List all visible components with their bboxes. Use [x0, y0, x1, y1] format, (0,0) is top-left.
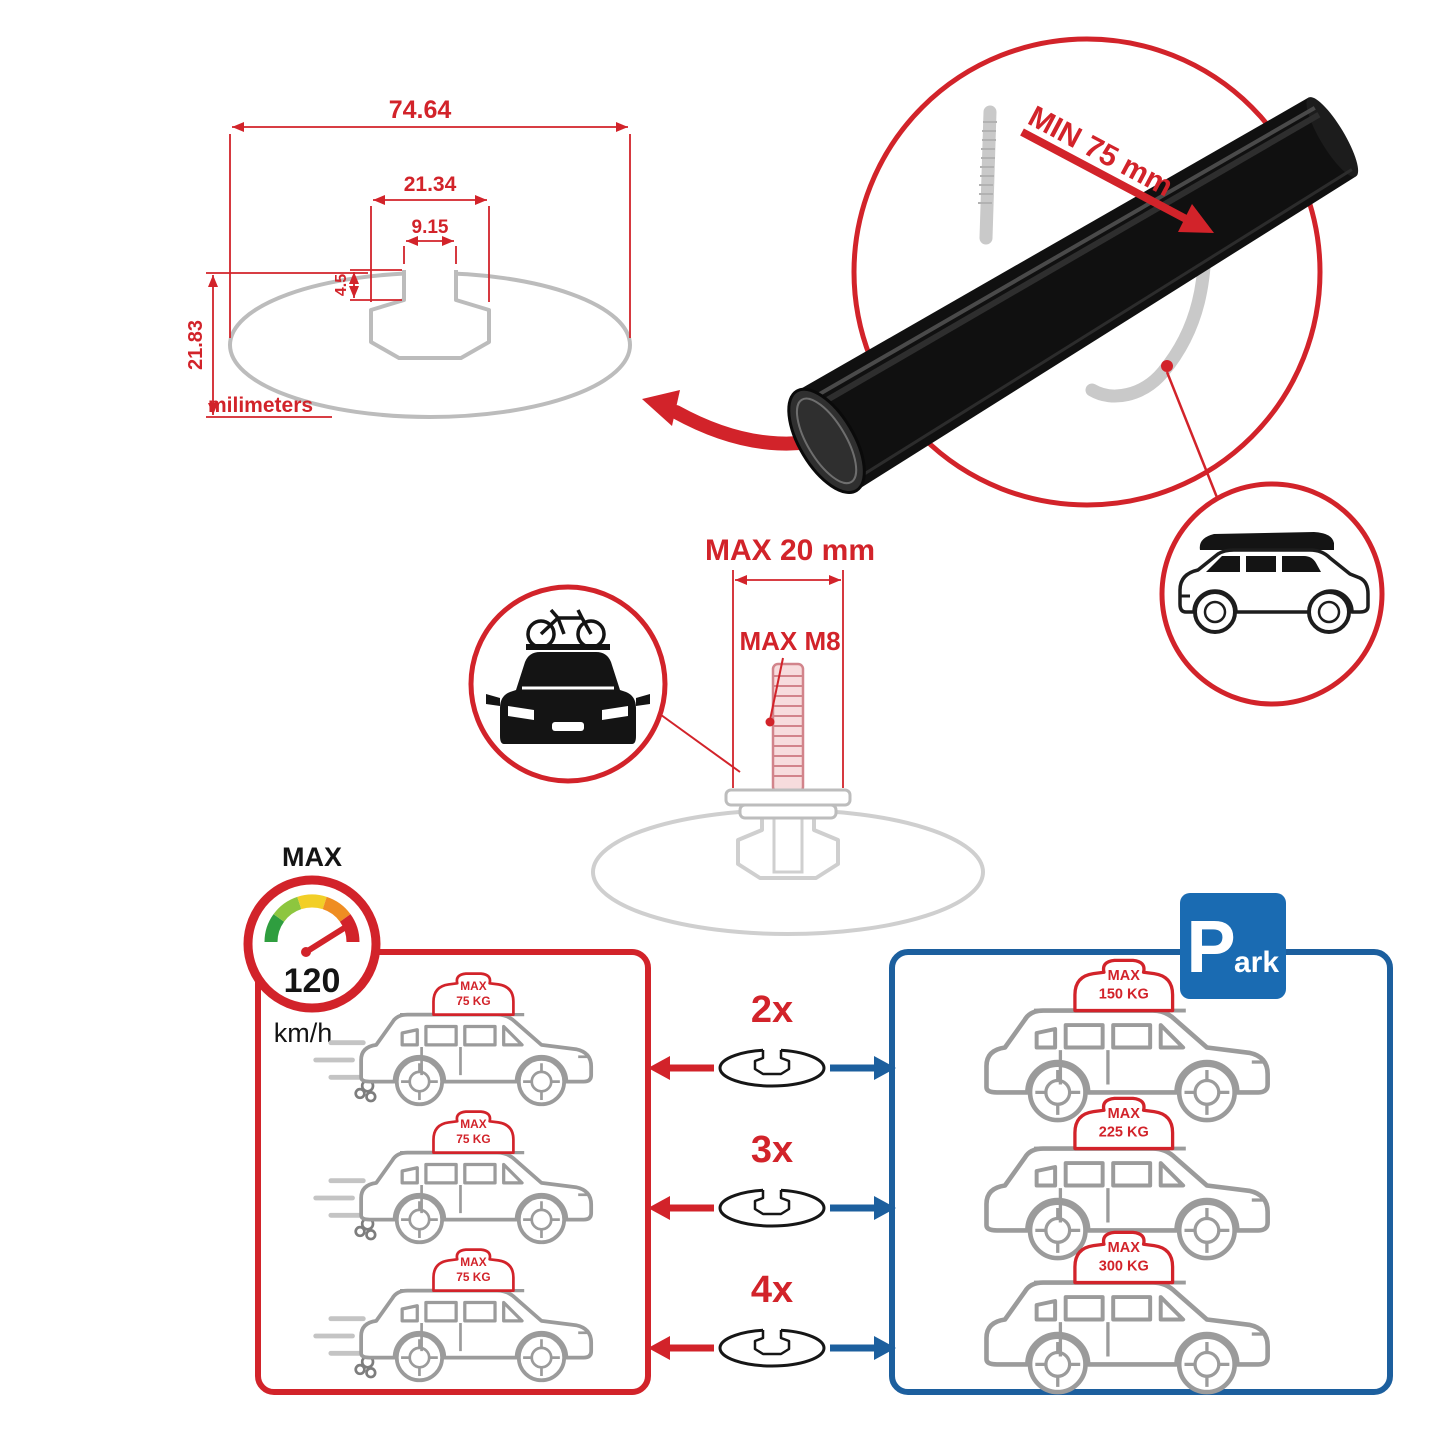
badge-line2: 300 KG — [1099, 1259, 1149, 1275]
suv-roofbox-icon — [1178, 532, 1370, 634]
badge-line2: 225 KG — [1099, 1125, 1149, 1141]
badge-line1: MAX — [460, 1117, 486, 1131]
multiplier-label: 2x — [751, 989, 793, 1031]
suv-roofbox-circle — [1159, 481, 1385, 707]
capacity-row: MAX 75 KG 4x MAX 300 KG — [316, 1230, 1268, 1392]
dim-21-34 — [370, 195, 490, 302]
dimension-diagram: 74.64 21.34 9.15 4.5 21.83 milimeters — [185, 96, 632, 419]
arrow-right-icon — [830, 1056, 896, 1080]
gauge-arc-segments — [264, 894, 360, 943]
badge-line1: MAX — [1108, 1106, 1141, 1122]
bike-car-circle — [468, 584, 741, 784]
dim-total-width-label: 74.64 — [389, 96, 452, 124]
t-slot-channel-outline — [369, 270, 491, 360]
dim-9-15 — [403, 236, 457, 264]
dim-slot-depth-label: 4.5 — [333, 274, 350, 296]
crossbar-profile-icon — [718, 1325, 826, 1368]
aero-crossbar-icon — [787, 97, 1359, 494]
cargo-badge: MAX 150 KG — [1073, 958, 1175, 1013]
parked-car: MAX 300 KG — [986, 1230, 1267, 1392]
badge-line2: 75 KG — [456, 994, 490, 1008]
badge-line2: 75 KG — [456, 1132, 490, 1146]
cargo-badge: MAX 225 KG — [1073, 1096, 1175, 1151]
badge-line1: MAX — [460, 1255, 486, 1269]
bolt-diagram: MAX 20 mm MAX M8 — [468, 534, 985, 936]
slot-nut-plate-top — [724, 788, 852, 807]
arrow-left-icon — [648, 1196, 714, 1220]
arrow-right-icon — [830, 1336, 896, 1360]
crossbar-profile-icon — [718, 1185, 826, 1228]
speed-limit-gauge: MAX 120 km/h — [243, 842, 381, 1048]
multiplier-label: 4x — [751, 1269, 793, 1311]
car-front-bike-icon — [486, 608, 650, 744]
speed-value: 120 — [284, 962, 341, 1000]
bolt-max-thread-label: MAX M8 — [739, 626, 840, 656]
dim-total-height-label: 21.83 — [185, 320, 207, 370]
circle-connector-line — [1165, 371, 1220, 501]
arrow-left-icon — [648, 1056, 714, 1080]
dim-21-83 — [206, 272, 368, 418]
leader-dot — [765, 717, 775, 727]
arrow-right-icon — [830, 1196, 896, 1220]
badge-line1: MAX — [1108, 968, 1141, 984]
cargo-badge: MAX 75 KG — [432, 1248, 515, 1292]
park-sign-letter: P — [1186, 905, 1235, 988]
multiplier-label: 3x — [751, 1129, 793, 1171]
slot-nut-plate-bottom — [738, 803, 838, 820]
cargo-badge: MAX 75 KG — [432, 972, 515, 1016]
park-sign: P ark — [1180, 893, 1286, 999]
capacity-row: MAX 75 KG 3x MAX 225 KG — [316, 1096, 1268, 1258]
t-slot-channel-fill — [371, 266, 489, 358]
dim-20mm — [732, 570, 844, 788]
crossbar-detail-circle: MIN 75 mm — [787, 36, 1359, 508]
dim-slot-width-label: 9.15 — [412, 217, 449, 238]
gauge-needle-icon — [303, 922, 352, 955]
crossbar-profile-icon — [718, 1045, 826, 1088]
arrow-left-icon — [648, 1336, 714, 1360]
capacity-row: MAX 75 KG 2x MAX 150 KG — [316, 958, 1268, 1120]
badge-line1: MAX — [1108, 1240, 1141, 1256]
cargo-badge: MAX 300 KG — [1073, 1230, 1175, 1285]
parked-car: MAX 225 KG — [986, 1096, 1267, 1258]
bolt-shank-in-slot — [772, 814, 804, 874]
cargo-badge: MAX 75 KG — [432, 1110, 515, 1154]
clamp-point-dot — [1161, 360, 1173, 372]
park-sign-suffix: ark — [1234, 946, 1279, 979]
moving-car: MAX 75 KG — [316, 972, 591, 1105]
units-label: milimeters — [208, 394, 313, 417]
speed-unit: km/h — [274, 1018, 333, 1048]
dim-4-5 — [349, 269, 402, 301]
dim-74-64 — [229, 122, 631, 338]
parked-car: MAX 150 KG — [986, 958, 1267, 1120]
speed-max-label: MAX — [282, 842, 342, 872]
badge-line1: MAX — [460, 979, 486, 993]
badge-line2: 75 KG — [456, 1270, 490, 1284]
badge-line2: 150 KG — [1099, 987, 1149, 1003]
moving-car: MAX 75 KG — [316, 1110, 591, 1243]
bolt-max-length-label: MAX 20 mm — [705, 534, 875, 567]
moving-car: MAX 75 KG — [316, 1248, 591, 1381]
dim-channel-width-label: 21.34 — [404, 173, 457, 196]
